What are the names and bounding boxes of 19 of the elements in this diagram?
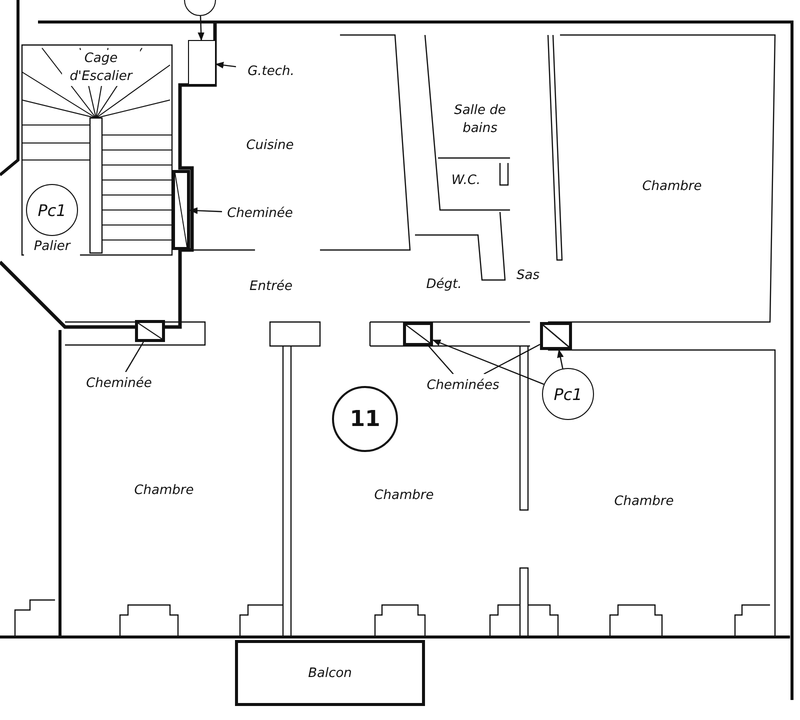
leader-arrow	[215, 62, 236, 68]
leader-line	[125, 342, 144, 372]
leader-arrow	[189, 207, 222, 214]
leader-arrow	[198, 16, 204, 41]
duct-symbol	[188, 40, 216, 85]
balcony: Balcon	[235, 640, 425, 706]
room-label: Palier	[24, 238, 80, 256]
reference-circle: Pc1	[26, 184, 78, 236]
leader-line	[484, 344, 540, 375]
leader-line	[428, 346, 454, 374]
room-label: Cage d'Escalier	[62, 50, 140, 86]
chimney-symbol	[403, 322, 433, 346]
reference-circle: Pc1	[542, 368, 594, 420]
chimney-symbol	[172, 170, 190, 250]
chimney-symbol	[135, 320, 165, 342]
chimney-symbol	[540, 322, 572, 350]
leader-arrow	[432, 339, 544, 385]
unit-number-circle: 11	[332, 386, 398, 452]
leader-arrow	[557, 349, 564, 369]
